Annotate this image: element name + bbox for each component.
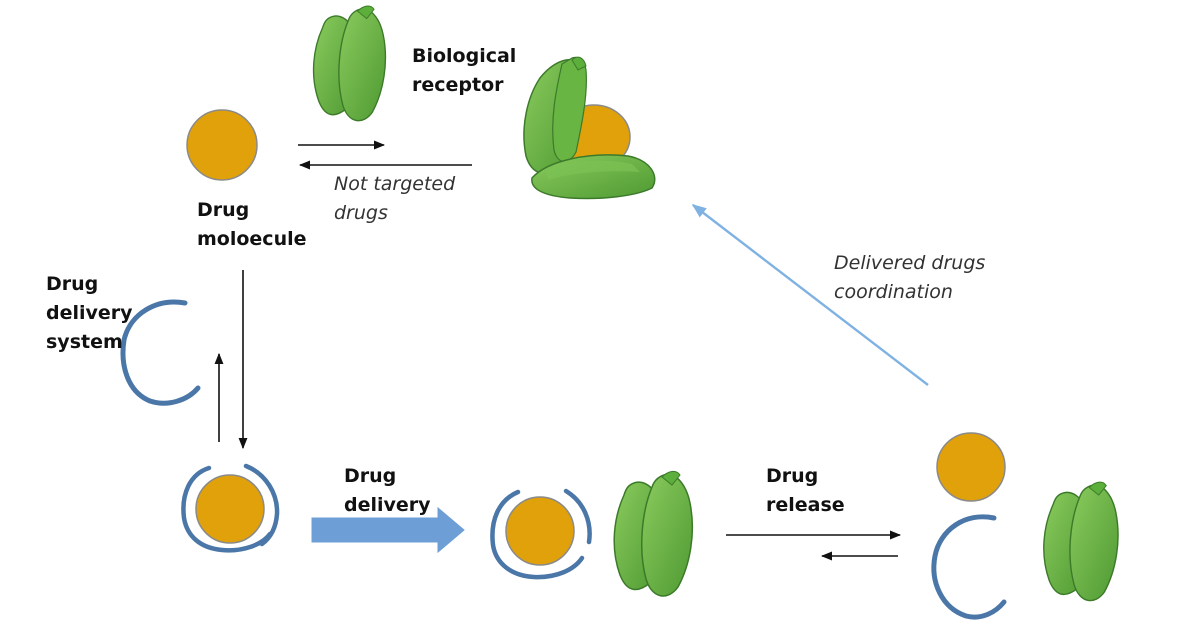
encapsulated-drug-at-target-icon (490, 488, 592, 580)
encapsulated-drug-icon (181, 463, 280, 553)
drug-release-label: Drug release (766, 465, 845, 516)
equilibrium-arrows-icon (298, 140, 472, 170)
receptor-icon (312, 5, 387, 122)
drug-molecule-icon (186, 109, 258, 181)
receptor-drug-complex-icon (523, 56, 656, 200)
delivered-drugs-coordination-label: Delivered drugs coordination (834, 252, 986, 303)
free-receptor-icon (1043, 481, 1119, 602)
not-targeted-drugs-label: Not targeted drugs (334, 173, 456, 224)
released-drug-icon (936, 432, 1006, 502)
biological-receptor-label: Biological receptor (412, 45, 517, 96)
vertical-arrows-icon (214, 270, 248, 450)
drug-molecule-label: Drug moloecule (197, 199, 307, 250)
drug-delivery-system-label: Drug delivery system (46, 273, 133, 353)
release-arrows-icon (726, 530, 902, 561)
carrier-icon (120, 299, 201, 406)
drug-delivery-label: Drug delivery (344, 465, 431, 516)
coordination-arrow-icon (691, 204, 929, 386)
receptor-target-icon (613, 470, 694, 597)
open-carrier-icon (931, 514, 1007, 620)
block-arrow-icon (311, 506, 465, 554)
